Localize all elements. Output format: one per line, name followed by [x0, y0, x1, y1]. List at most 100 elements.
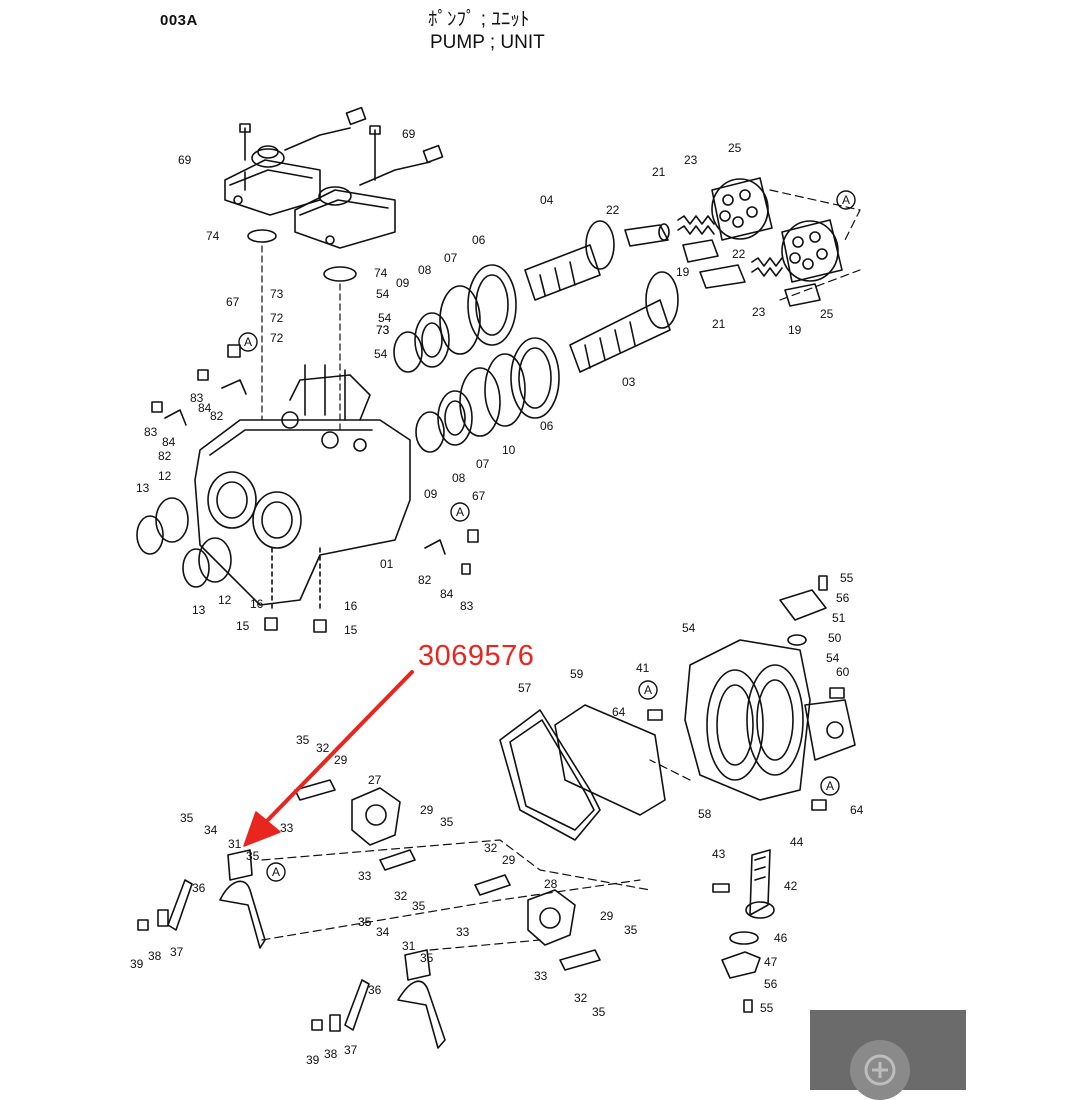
page-code: 003A [160, 12, 198, 29]
view-marker-circle [266, 862, 286, 882]
callout-lower-3: 54 [682, 621, 696, 635]
callout-lower-58: 35 [592, 1005, 606, 1019]
callout-lower-17: 47 [764, 955, 778, 969]
callout-lower-56: 33 [534, 969, 548, 983]
callout-lower-22: 35 [296, 733, 310, 747]
shaft-04 [524, 220, 615, 301]
snap-ring-13-bottom [182, 548, 210, 588]
callout-upper-38: 09 [424, 487, 438, 501]
callout-upper-6: 72 [270, 311, 284, 325]
callout-lower-38: 37 [170, 945, 184, 959]
callout-lower-45: 33 [456, 925, 470, 939]
regulator-valve-right [294, 125, 444, 249]
callout-lower-21: 59 [570, 667, 584, 681]
view-marker-circle [836, 190, 856, 210]
title-english: PUMP ; UNIT [430, 32, 545, 53]
callout-upper-30: 84 [440, 587, 454, 601]
o-ring-46 [729, 931, 759, 945]
lever-37-upper [167, 879, 193, 931]
callout-upper-41: 10 [502, 443, 516, 457]
view-marker-circle [238, 332, 258, 352]
callout-lower-46: 29 [600, 909, 614, 923]
plug-15-right [313, 619, 327, 633]
spring-23-lower [751, 257, 783, 277]
gear-housing-41 [684, 639, 856, 801]
servo-piston-27 [351, 787, 401, 846]
cylinder-block-25-lower [781, 219, 843, 283]
callout-upper-39: 08 [452, 471, 466, 485]
callout-upper-23: 12 [218, 593, 232, 607]
callout-lower-28: 35 [440, 815, 454, 829]
callout-upper-54: 19 [788, 323, 802, 337]
callout-upper-13: A [244, 335, 252, 349]
callout-lower-12: 58 [698, 807, 712, 821]
callout-upper-19: 82 [158, 449, 172, 463]
callout-upper-24: 16 [250, 597, 264, 611]
zoom-in-icon [864, 1054, 896, 1086]
callout-lower-40: 38 [148, 949, 162, 963]
callout-lower-30: 34 [204, 823, 218, 837]
view-marker-circle [450, 502, 470, 522]
callout-lower-18: 56 [764, 977, 778, 991]
callout-lower-19: 55 [760, 1001, 774, 1015]
callout-upper-17: 83 [144, 425, 158, 439]
callout-upper-25: 15 [236, 619, 250, 633]
annotation-arrow [260, 670, 414, 828]
callout-lower-55: 38 [324, 1047, 338, 1061]
callout-lower-53: 37 [344, 1043, 358, 1057]
shaft-42 [745, 849, 775, 919]
callout-lower-49: 34 [376, 925, 390, 939]
callout-lower-52: 36 [368, 983, 382, 997]
callout-upper-27: 15 [344, 623, 358, 637]
bearing-stack-upper [393, 264, 517, 373]
lever-31-upper [219, 849, 266, 949]
callout-lower-47: 35 [624, 923, 638, 937]
callout-upper-2: 74 [206, 229, 220, 243]
callout-lower-1: 56 [836, 591, 850, 605]
callout-lower-26: 33 [280, 821, 294, 835]
callout-lower-14: 43 [712, 847, 726, 861]
callout-upper-49: A [842, 193, 850, 207]
zoom-in-button[interactable] [850, 1040, 910, 1100]
callout-upper-18: 84 [162, 435, 176, 449]
seal-12-bottom [198, 537, 232, 583]
callout-lower-41: 35 [358, 915, 372, 929]
callout-lower-8: A [644, 683, 652, 697]
callout-lower-43: 29 [502, 853, 516, 867]
callout-upper-50: 22 [732, 247, 746, 261]
callout-lower-15: 42 [784, 879, 798, 893]
callout-upper-29: 82 [418, 573, 432, 587]
callout-upper-55: 25 [820, 307, 834, 321]
title-japanese: ﾎﾟﾝﾌﾟ ; ﾕﾆｯﾄ [428, 9, 530, 30]
callout-upper-47: 23 [684, 153, 698, 167]
callout-upper-52: 21 [712, 317, 726, 331]
lever-37-lower [344, 979, 370, 1031]
callout-upper-44: 03 [622, 375, 636, 389]
callout-upper-16: 82 [210, 409, 224, 423]
callout-upper-9: 72 [270, 331, 284, 345]
callout-lower-35: 32 [394, 889, 408, 903]
callout-lower-6: 41 [636, 661, 650, 675]
callout-lower-33: A [272, 865, 280, 879]
bearing-stack-lower [415, 337, 560, 453]
callout-lower-24: 29 [334, 753, 348, 767]
callout-upper-21: 12 [158, 469, 172, 483]
gasket-57 [499, 709, 601, 841]
callout-lower-37: 36 [192, 881, 206, 895]
view-marker-circle [638, 680, 658, 700]
o-ring-74-left [247, 229, 277, 243]
callout-upper-7: 54 [378, 311, 392, 325]
seal-12-top [155, 497, 189, 543]
callout-upper-40: 07 [476, 457, 490, 471]
callout-upper-15: 84 [198, 401, 212, 415]
callout-lower-39: 39 [130, 957, 144, 971]
callout-lower-57: 32 [574, 991, 588, 1005]
cover-51 [779, 589, 827, 621]
callout-lower-51: 35 [420, 951, 434, 965]
callout-upper-1: 69 [402, 127, 416, 141]
shaft-03 [569, 271, 679, 373]
callout-lower-13: 44 [790, 835, 804, 849]
callout-lower-2: 51 [832, 611, 846, 625]
callout-upper-31: 83 [460, 599, 474, 613]
